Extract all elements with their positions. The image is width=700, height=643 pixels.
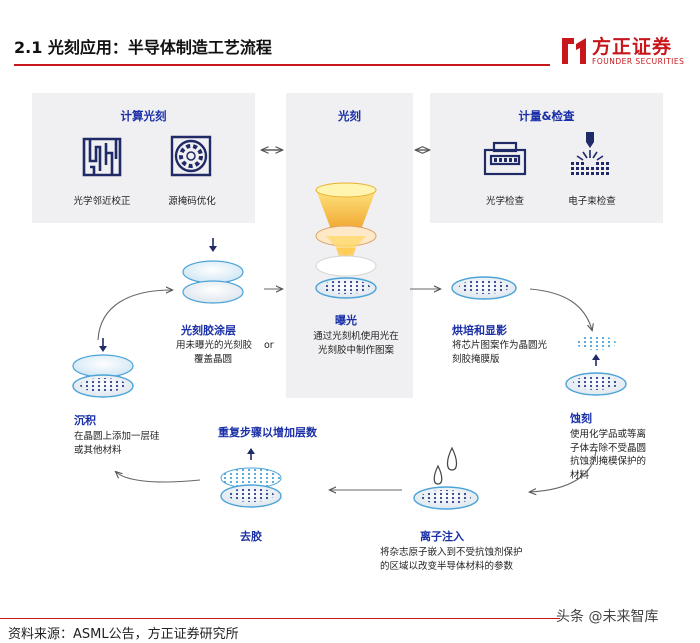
lithography-title: 光刻 [338, 109, 361, 123]
smo-label: 源掩码优化 [168, 196, 216, 207]
cycle-arrows [97, 289, 597, 492]
opc-label: 光学邻近校正 [73, 196, 131, 207]
deposit-illustration [72, 338, 134, 398]
e-beam-inspection-icon [571, 132, 609, 175]
coat-stray-text: or [264, 340, 274, 351]
coat-desc: 用未曝光的光刻胶 覆盖晶圆 [176, 340, 253, 365]
deposit-desc: 在晶圆上添加一层硅 或其他材料 [74, 431, 160, 456]
watermark: 头条 @未来智库 [556, 609, 659, 625]
strip-title: 去胶 [240, 530, 262, 543]
implant-illustration [413, 446, 479, 510]
coat-title: 光刻胶涂层 [181, 324, 236, 337]
exposure-title: 曝光 [335, 314, 357, 327]
bake-illustration [451, 276, 517, 300]
implant-desc: 将杂志原子嵌入到不受抗蚀剂保护 的区域以改变半导体材料的参数 [380, 547, 523, 572]
deposit-title: 沉积 [74, 414, 96, 427]
etch-title: 蚀刻 [570, 412, 592, 425]
ebeam-inspection-label: 电子束检查 [568, 196, 616, 207]
brand-name: 方正证券 [592, 36, 673, 58]
source-note: 资料来源：ASML公告，方正证券研究所 [8, 627, 239, 642]
page-title: 2.1 光刻应用：半导体制造工艺流程 [14, 38, 272, 57]
computational-litho-panel [32, 93, 255, 223]
exposure-desc: 通过光刻机使用光在 光刻胶中制作图案 [313, 331, 399, 356]
exposure-illustration [315, 182, 377, 299]
computational-litho-title: 计算光刻 [120, 109, 167, 123]
etch-desc: 使用化学品或等离 子体去除不受晶圆 抗蚀剂掩模保护的 材料 [570, 429, 647, 481]
metrology-title: 计量&检查 [518, 109, 575, 123]
optical-inspection-label: 光学检查 [485, 196, 524, 207]
bake-title: 烘培和显影 [452, 324, 507, 337]
metrology-panel [430, 93, 663, 223]
source-mask-icon [170, 135, 212, 177]
brand-name-en: FOUNDER SECURITIES [592, 57, 685, 66]
optical-inspection-icon [483, 141, 527, 176]
coat-illustration [182, 238, 244, 304]
footer-divider [0, 618, 560, 619]
etch-illustration [565, 336, 627, 396]
strip-illustration [220, 448, 282, 508]
repeat-title: 重复步骤以增加层数 [218, 426, 317, 439]
title-divider [14, 64, 550, 66]
bake-desc: 将芯片图案作为晶圆光 刻胶掩膜版 [452, 340, 548, 365]
implant-title: 离子注入 [420, 530, 464, 543]
founder-logo-icon [562, 38, 586, 64]
opc-mask-icon [82, 137, 122, 177]
